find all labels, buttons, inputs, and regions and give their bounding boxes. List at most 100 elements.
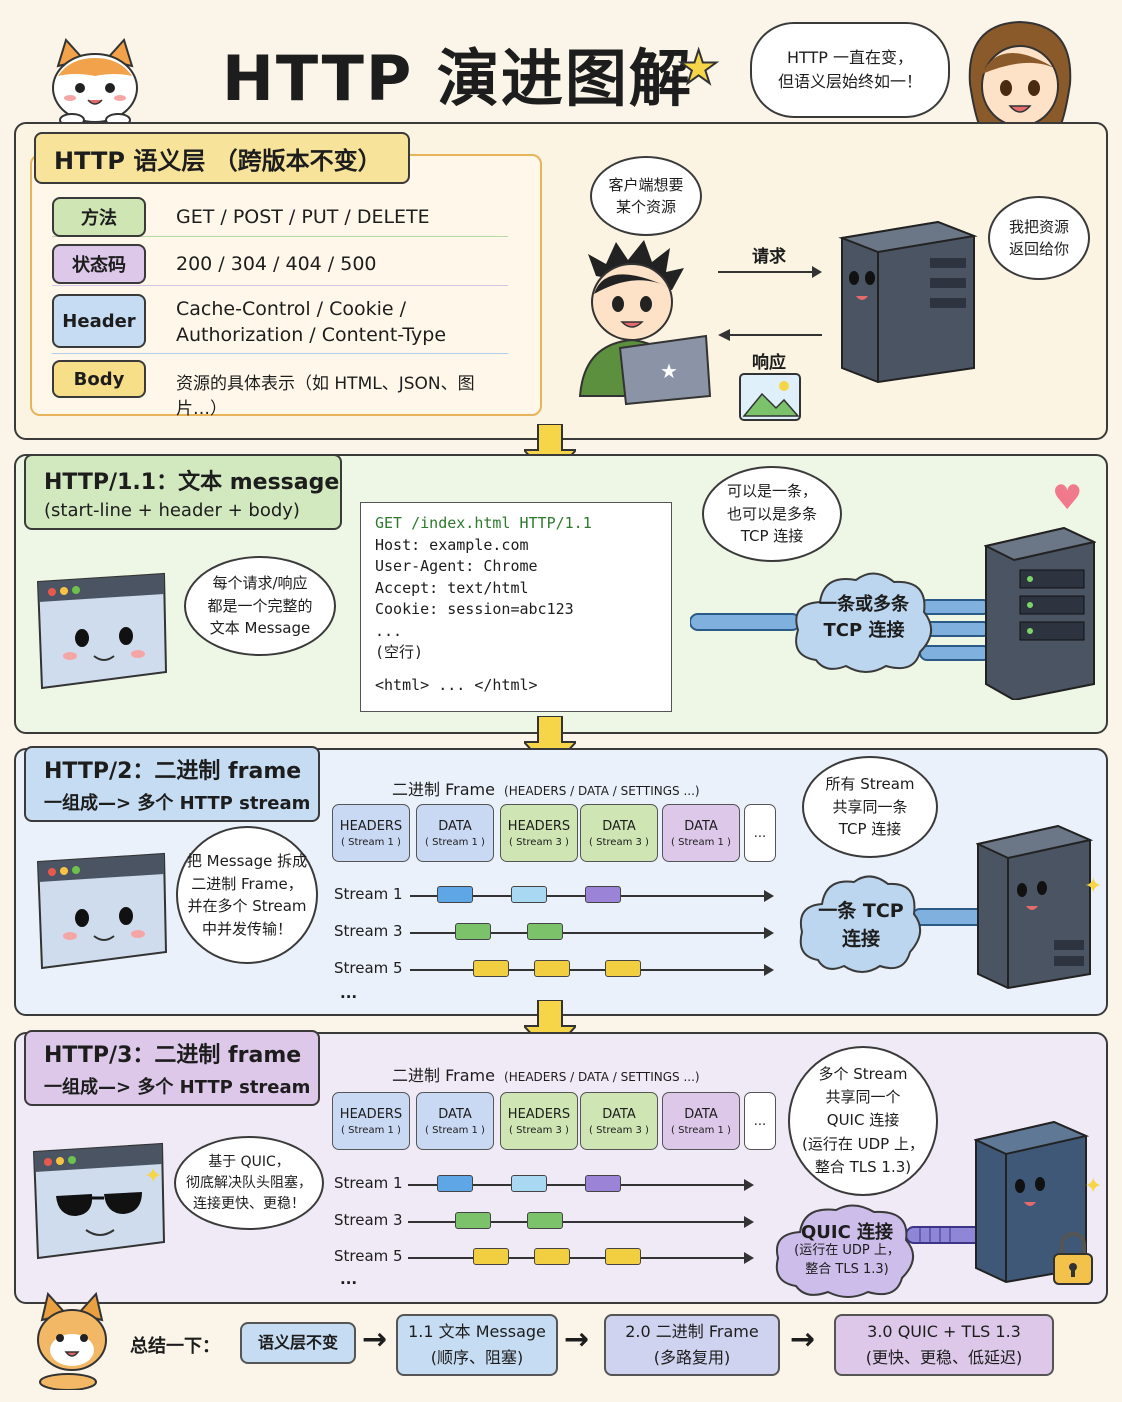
http2-frames-title: 二进制 Frame (HEADERS / DATA / SETTINGS ...… bbox=[392, 776, 700, 800]
code-accept: Accept: text/html bbox=[375, 579, 529, 597]
client-speech-bubble: 客户端想要 某个资源 bbox=[590, 156, 702, 236]
quic-cloud-sub: (运行在 UDP 上， 整合 TLS 1.3) bbox=[794, 1243, 900, 1277]
http3-browser-bubble: 基于 QUIC， 彻底解决队头阻塞， 连接更快、更稳！ bbox=[174, 1136, 324, 1230]
http2-frames-subtitle: (HEADERS / DATA / SETTINGS ...) bbox=[504, 784, 700, 798]
http2-chip-s5-b bbox=[534, 960, 570, 977]
http3-frame-2: DATA ( Stream 1 ) bbox=[416, 1092, 494, 1150]
http11-browser-bubble: 每个请求/响应 都是一个完整的 文本 Message bbox=[184, 556, 336, 656]
http-message-panel: GET /index.html HTTP/1.1 Host: example.c… bbox=[360, 502, 672, 712]
http2-chip-s5-c bbox=[605, 960, 641, 977]
http3-frame-2-stream: ( Stream 1 ) bbox=[425, 1124, 485, 1136]
http2-frame-more: ... bbox=[744, 804, 776, 862]
server-icon-2 bbox=[974, 820, 1096, 990]
status-tag: 状态码 bbox=[52, 244, 146, 284]
http3-frames-subtitle: (HEADERS / DATA / SETTINGS ...) bbox=[504, 1070, 700, 1084]
browser-window-1 bbox=[34, 572, 170, 690]
http2-frames-title-text: 二进制 Frame bbox=[392, 780, 495, 799]
summary-arrow-3: → bbox=[790, 1322, 816, 1357]
browser-window-2 bbox=[34, 852, 170, 970]
http2-frame-3: HEADERS( Stream 3 ) bbox=[500, 804, 578, 862]
tcp-cloud-2: 一条 TCP 连接 bbox=[796, 870, 926, 978]
http3-chip-s3-a bbox=[455, 1212, 491, 1229]
server-speech-bubble: 我把资源 返回给你 bbox=[988, 196, 1090, 280]
http2-stream-3-label: Stream 3 bbox=[334, 922, 403, 940]
http2-heading-title: HTTP/2：二进制 frame bbox=[44, 759, 302, 784]
summary-item-http2: 2.0 二进制 Frame (多路复用) bbox=[604, 1314, 780, 1376]
dog-mascot bbox=[22, 1290, 122, 1391]
http2-stream-5-line bbox=[410, 964, 774, 976]
http11-heading-title: HTTP/1.1：文本 message bbox=[44, 469, 340, 495]
http2-frame-3-type: HEADERS bbox=[507, 818, 571, 834]
http3-frame-4-type: DATA bbox=[602, 1106, 636, 1122]
code-cookie: Cookie: session=abc123 bbox=[375, 600, 574, 618]
http2-chip-s3-a bbox=[455, 923, 491, 940]
http2-frame-2-stream: ( Stream 1 ) bbox=[425, 836, 485, 848]
http3-stream-3-label: Stream 3 bbox=[334, 1211, 403, 1229]
code-blank-line: (空行) bbox=[375, 643, 424, 661]
http2-frame-5-stream: ( Stream 1 ) bbox=[671, 836, 731, 848]
http2-browser-bubble: 把 Message 拆成 二进制 Frame， 并在多个 Stream 中并发传… bbox=[176, 826, 318, 964]
http3-frames-title-text: 二进制 Frame bbox=[392, 1066, 495, 1085]
sparkle-icon: ✦ bbox=[144, 1164, 163, 1189]
semantic-row-body: Body 资源的具体表示（如 HTML、JSON、图片…） bbox=[52, 360, 508, 419]
http3-chip-s1-b bbox=[511, 1175, 547, 1192]
http2-streams-more: ... bbox=[340, 984, 358, 1002]
http3-frame-3-type: HEADERS bbox=[507, 1106, 571, 1122]
http11-conn-bubble: 可以是一条， 也可以是多条 TCP 连接 bbox=[702, 466, 842, 562]
http2-stream-5-label: Stream 5 bbox=[334, 959, 403, 977]
response-arrow bbox=[718, 326, 822, 341]
http3-frame-3-stream: ( Stream 3 ) bbox=[509, 1124, 569, 1136]
http3-heading-sub: 一组成—> 多个 HTTP stream bbox=[44, 1077, 311, 1098]
summary-item-http3: 3.0 QUIC + TLS 1.3 (更快、更稳、低延迟) bbox=[834, 1314, 1054, 1376]
http2-share-bubble: 所有 Stream 共享同一条 TCP 连接 bbox=[802, 756, 938, 858]
image-resource-icon bbox=[738, 372, 802, 422]
heart-icon: ♥ bbox=[1052, 478, 1083, 518]
quic-cloud-title: QUIC 连接 bbox=[800, 1222, 894, 1243]
http2-frame-1: HEADERS( Stream 1 ) bbox=[332, 804, 410, 862]
summary-arrow-2: → bbox=[564, 1322, 590, 1357]
http2-frame-5: DATA( Stream 1 ) bbox=[662, 804, 740, 862]
http3-chip-s1-c bbox=[585, 1175, 621, 1192]
semantic-row-status: 状态码 200 / 304 / 404 / 500 bbox=[52, 244, 508, 286]
http3-frame-row: HEADERS( Stream 1 ) DATA( Stream 1 ) HEA… bbox=[332, 1092, 778, 1152]
body-tag: Body bbox=[52, 360, 146, 398]
summary-arrow-1: → bbox=[362, 1322, 388, 1357]
http2-frame-2-type: DATA bbox=[438, 818, 472, 834]
http3-frame-1-stream: ( Stream 1 ) bbox=[341, 1124, 401, 1136]
http2-frame-4-type: DATA bbox=[602, 818, 636, 834]
semantic-row-header: Header Cache-Control / Cookie / Authoriz… bbox=[52, 292, 508, 354]
http3-frame-more: ... bbox=[744, 1092, 776, 1150]
http2-frame-2: DATA ( Stream 1 ) bbox=[416, 804, 494, 862]
code-body: <html> ... </html> bbox=[375, 676, 538, 694]
server-icon bbox=[838, 208, 978, 384]
http11-heading: HTTP/1.1：文本 message (start-line + header… bbox=[24, 454, 342, 530]
summary-label: 总结一下： bbox=[130, 1336, 220, 1357]
http3-frame-2-type: DATA bbox=[438, 1106, 472, 1122]
http2-chip-s1-c bbox=[585, 886, 621, 903]
http3-streams-more: ... bbox=[340, 1270, 358, 1288]
svg-text:★: ★ bbox=[660, 359, 678, 383]
semantic-heading: HTTP 语义层 （跨版本不变） bbox=[34, 132, 410, 184]
http2-frame-1-type: HEADERS bbox=[339, 818, 403, 834]
sparkle-icon: ✦ bbox=[1084, 874, 1103, 899]
http11-heading-sub: (start-line + header + body) bbox=[44, 499, 300, 521]
code-start-line: GET /index.html HTTP/1.1 bbox=[375, 514, 592, 532]
http3-frame-4: DATA( Stream 3 ) bbox=[580, 1092, 658, 1150]
browser-window-sunglasses bbox=[30, 1142, 170, 1260]
http2-heading-sub: 一组成—> 多个 HTTP stream bbox=[44, 793, 311, 814]
status-values: 200 / 304 / 404 / 500 bbox=[176, 253, 377, 275]
summary-item-semantic: 语义层不变 bbox=[240, 1322, 356, 1364]
http3-frames-title: 二进制 Frame (HEADERS / DATA / SETTINGS ...… bbox=[392, 1062, 700, 1086]
http2-chip-s3-b bbox=[527, 923, 563, 940]
boy-with-laptop: ★ bbox=[566, 236, 716, 406]
tcp-cloud-2-label: 一条 TCP 连接 bbox=[818, 900, 904, 950]
http3-heading: HTTP/3：二进制 frame 一组成—> 多个 HTTP stream bbox=[24, 1030, 320, 1106]
code-ellipsis: ... bbox=[375, 622, 403, 640]
http3-frame-1: HEADERS( Stream 1 ) bbox=[332, 1092, 410, 1150]
http3-chip-s3-b bbox=[527, 1212, 563, 1229]
http2-chip-s1-b bbox=[511, 886, 547, 903]
http2-frame-row: HEADERS( Stream 1 ) DATA( Stream 1 ) HEA… bbox=[332, 804, 778, 864]
http2-heading: HTTP/2：二进制 frame 一组成—> 多个 HTTP stream bbox=[24, 746, 320, 822]
girl-speech-bubble: HTTP 一直在变， 但语义层始终如一！ bbox=[750, 22, 950, 118]
http3-chip-s1-a bbox=[437, 1175, 473, 1192]
